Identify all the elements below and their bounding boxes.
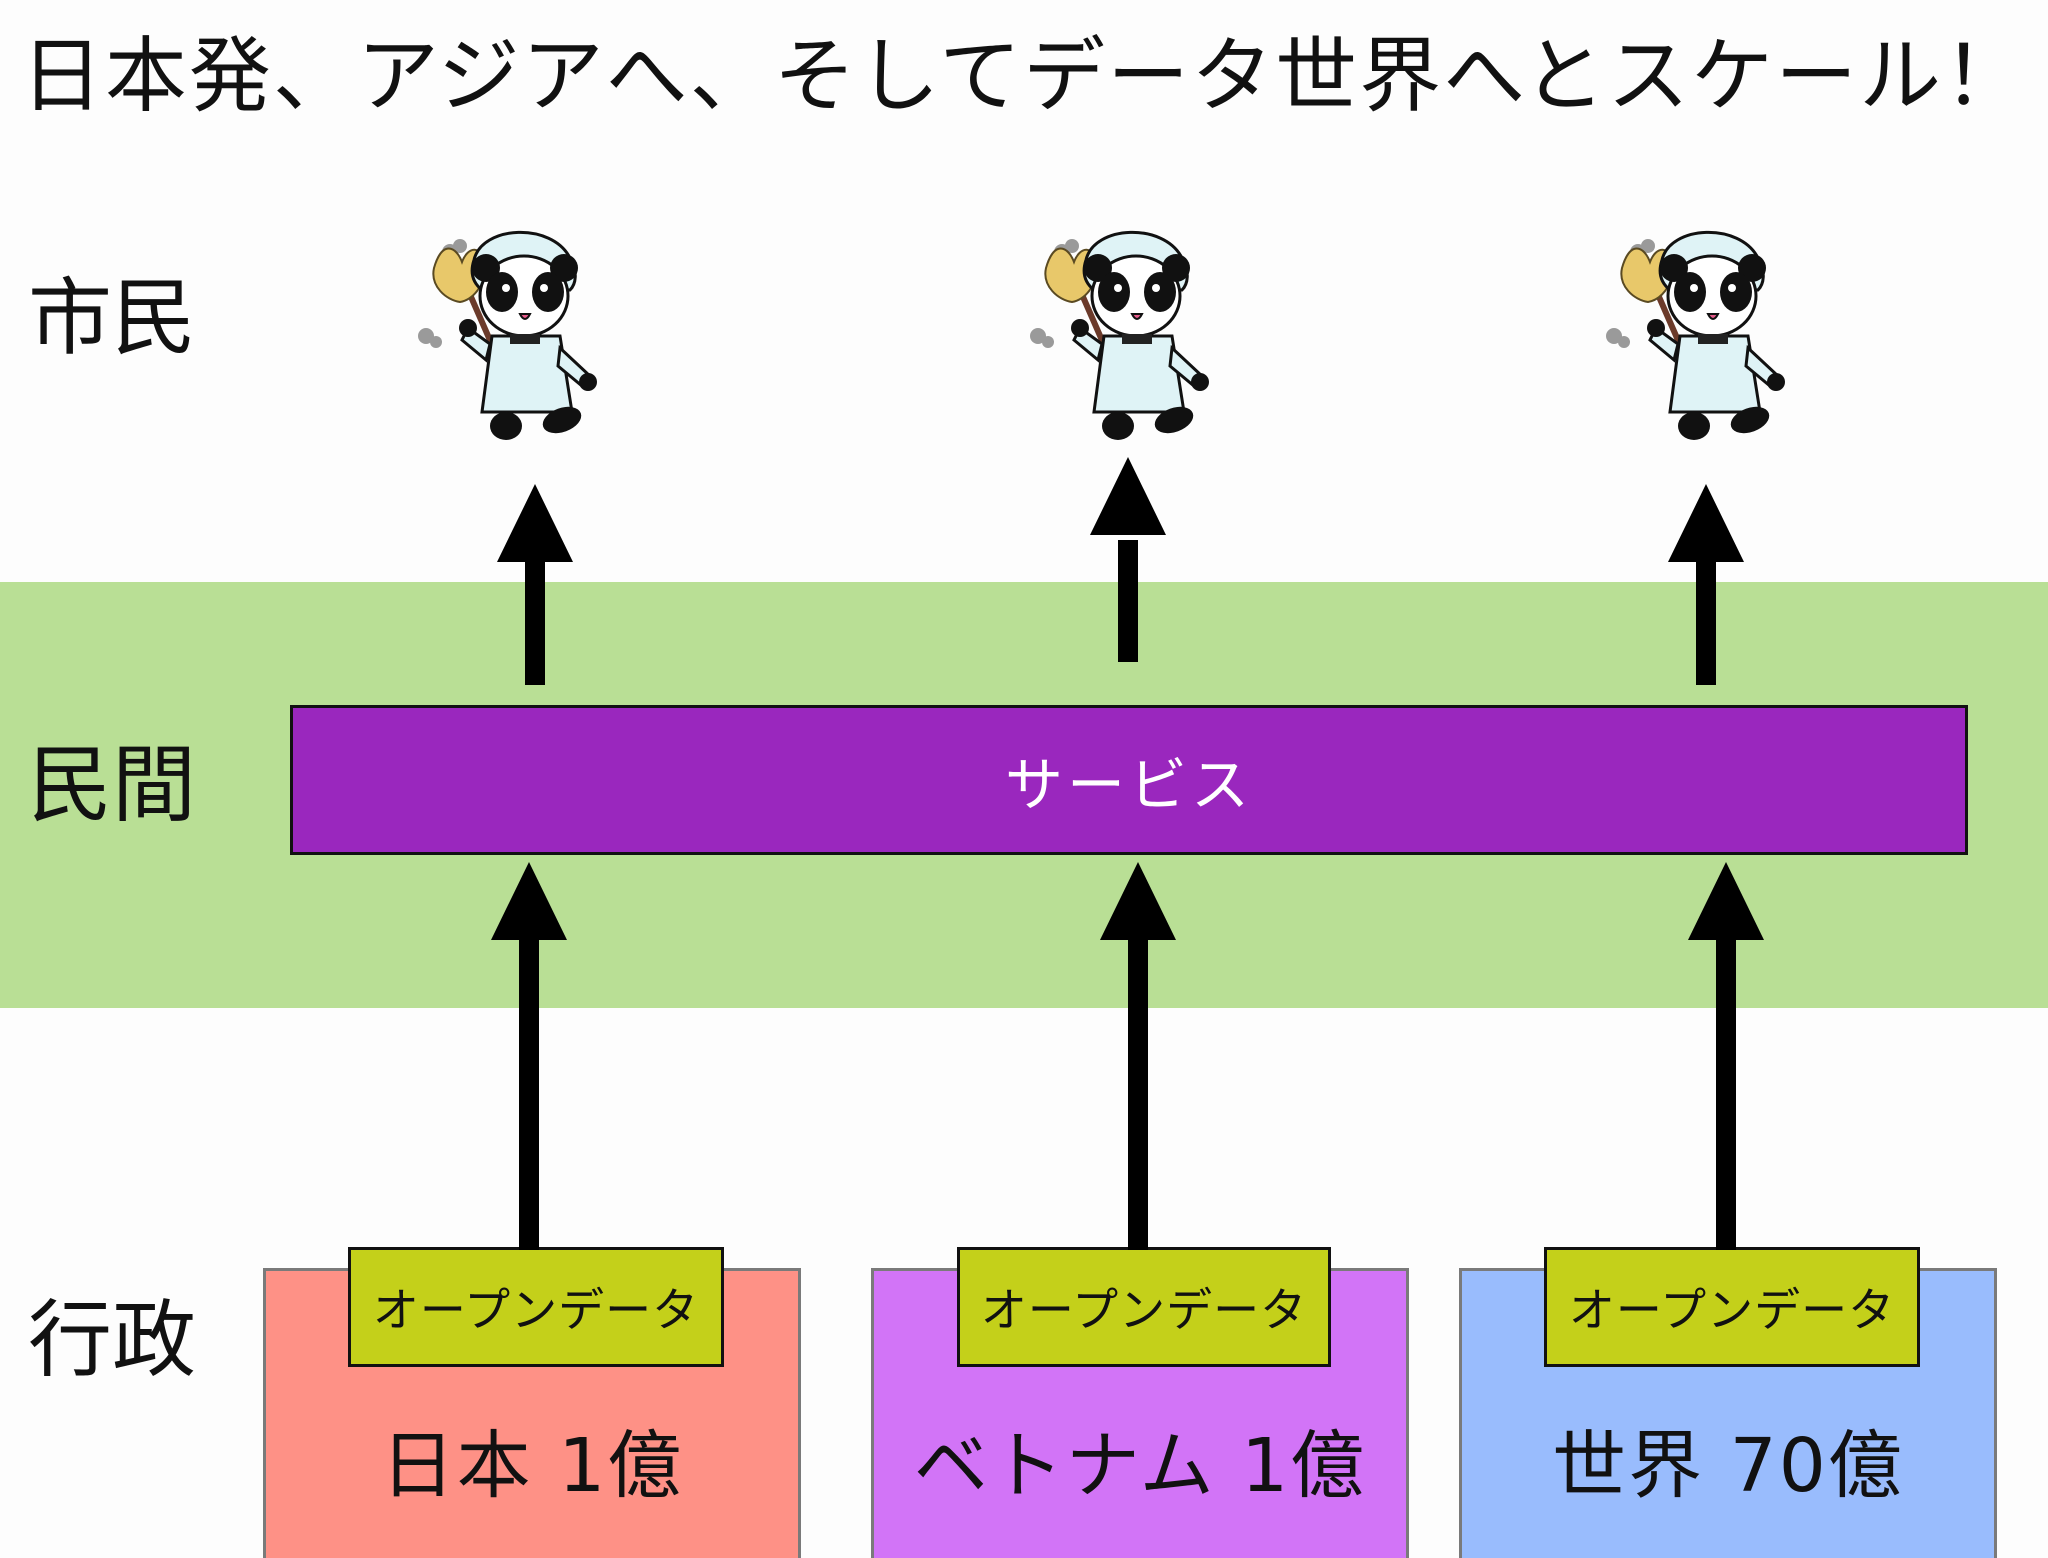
service-bar: サービス bbox=[290, 705, 1968, 855]
arrow-up-icon bbox=[1668, 484, 1744, 685]
region-caption-world: 世界 70億 bbox=[1552, 1423, 1904, 1509]
layer-label-private: 民間 bbox=[28, 736, 197, 834]
open-data-label: オープンデータ bbox=[372, 1283, 700, 1337]
panda-cleaning-icon bbox=[418, 232, 597, 440]
arrow-up-icon bbox=[1688, 862, 1764, 1250]
layer-label-citizen: 市民 bbox=[28, 269, 197, 367]
region-caption-japan: 日本 1億 bbox=[380, 1423, 684, 1509]
arrow-up-icon bbox=[1090, 457, 1166, 662]
region-caption-vietnam: ベトナム 1億 bbox=[913, 1423, 1367, 1509]
open-data-label: オープンデータ bbox=[1568, 1283, 1896, 1337]
open-data-box-japan: オープンデータ bbox=[348, 1247, 724, 1367]
panda-cleaning-icon bbox=[1606, 232, 1785, 440]
arrow-up-icon bbox=[491, 862, 567, 1250]
panda-cleaning-icon bbox=[1030, 232, 1209, 440]
open-data-box-vietnam: オープンデータ bbox=[957, 1247, 1331, 1367]
arrow-up-icon bbox=[1100, 862, 1176, 1250]
page-title: 日本発、アジアへ、そしてデータ世界へとスケール！ bbox=[20, 29, 2028, 124]
layer-label-government: 行政 bbox=[28, 1291, 197, 1389]
arrow-up-icon bbox=[497, 484, 573, 685]
service-label: サービス bbox=[1004, 751, 1253, 819]
open-data-label: オープンデータ bbox=[980, 1283, 1308, 1337]
